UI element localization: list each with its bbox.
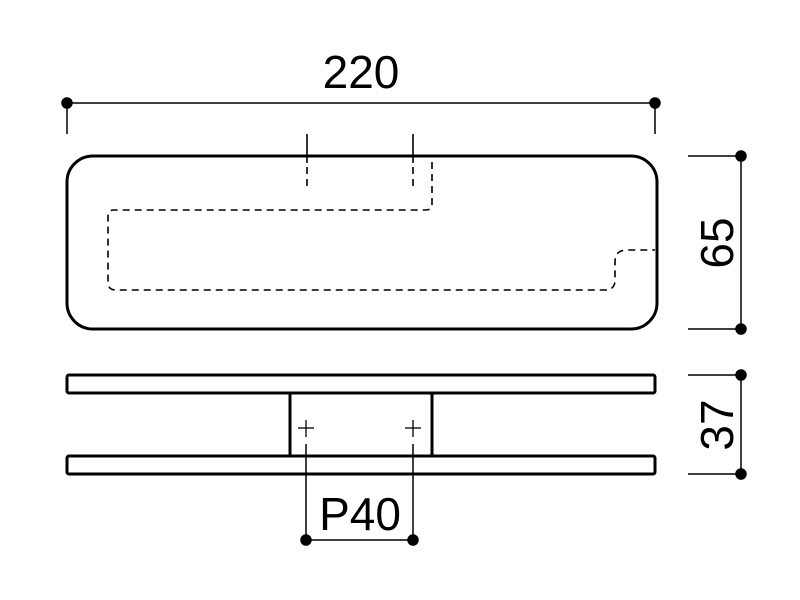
side-view-hole-marks [290, 392, 432, 457]
dimension-depth [688, 369, 747, 480]
mounting-hole-centerlines [306, 134, 414, 186]
hidden-edge-lines [107, 162, 655, 291]
handle-top-view-outline [65, 154, 659, 331]
handle-side-view [65, 373, 657, 476]
dimension-height [688, 150, 747, 335]
dimension-height-label: 65 [691, 217, 743, 268]
dimension-pitch [300, 444, 419, 546]
dimension-length [61, 97, 661, 134]
dimension-depth-label: 37 [691, 399, 743, 450]
dimension-pitch-label: P40 [319, 488, 401, 540]
dimension-length-label: 220 [323, 46, 400, 98]
